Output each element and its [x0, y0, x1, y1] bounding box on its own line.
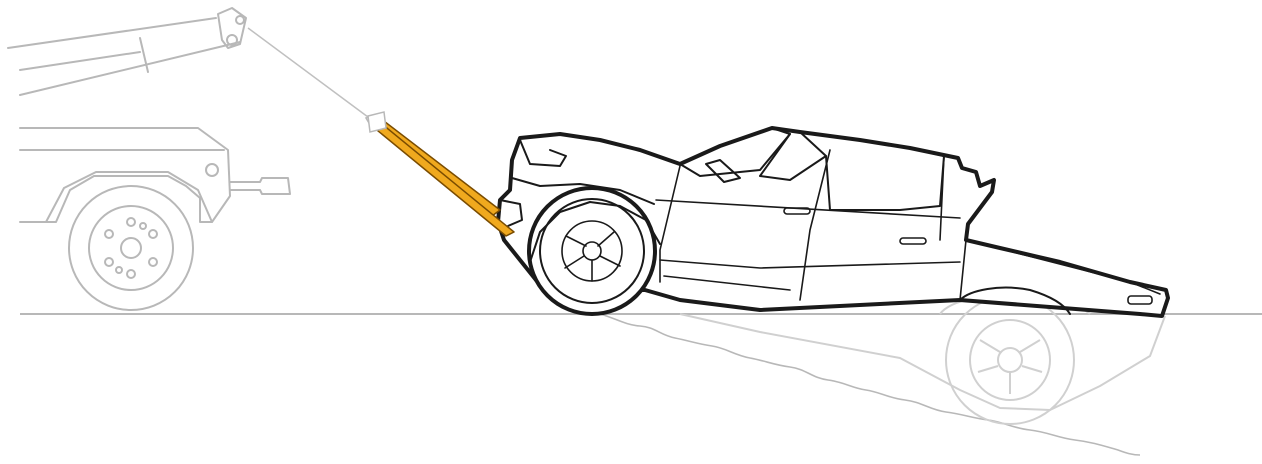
tow-truck-silhouette — [8, 8, 290, 310]
tow-strap-lower — [372, 124, 514, 236]
winch-cable — [248, 28, 372, 120]
ditch-slope — [600, 314, 1140, 455]
tow-truck-wheel-icon — [69, 186, 193, 310]
pickup-truck — [498, 128, 1168, 316]
strap-hook-icon — [368, 112, 386, 132]
tow-straps — [372, 118, 514, 236]
tow-boom — [8, 8, 246, 95]
front-wheel-icon — [529, 188, 655, 314]
